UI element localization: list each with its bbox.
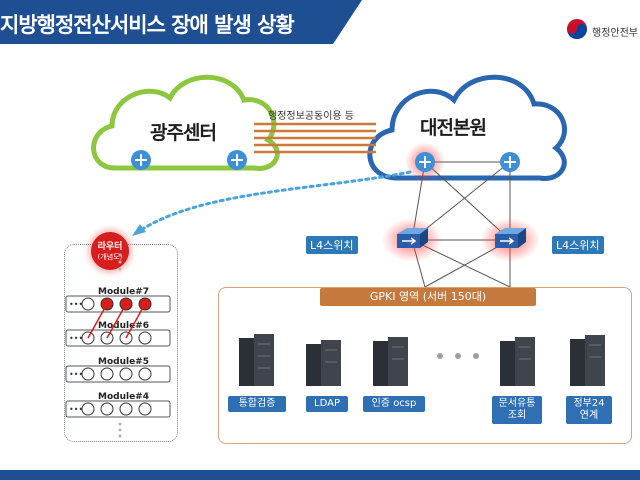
module-label-4: Module#4 <box>98 392 149 402</box>
gpki-title: GPKI 영역 (서버 150대) <box>320 288 536 306</box>
router-badge: 라우터 (개념도) <box>91 232 129 270</box>
daejeon-router-right-icon <box>500 152 520 172</box>
gpki-area <box>218 287 632 444</box>
taegeuk-logo-icon <box>567 19 587 39</box>
module-label-7: Module#7 <box>98 287 149 297</box>
module-label-6: Module#6 <box>98 321 149 331</box>
l4-switch-left-label: L4스위치 <box>306 236 358 254</box>
page-title: 지방행정전산서비스 장애 발생 상황 <box>0 13 295 37</box>
module-label-5: Module#5 <box>98 357 149 367</box>
l4-switch-left-icon <box>382 218 442 262</box>
gwangju-router-right-icon <box>227 150 247 170</box>
server-label-3: 인증 ocsp <box>363 396 425 412</box>
ministry-name: 행정안전부 <box>592 28 638 39</box>
server-label-4: 문서유통 조회 <box>492 396 542 424</box>
router-concept-box <box>64 244 178 442</box>
l4-switch-right-icon <box>480 218 540 262</box>
daejeon-router-left-icon <box>405 142 445 182</box>
header-band <box>0 0 362 44</box>
link-label: 행정정보공동이용 등 <box>268 111 354 122</box>
server-label-1: 통합검증 <box>228 396 286 412</box>
l4-switch-right-label: L4스위치 <box>552 236 604 254</box>
server-label-5: 정부24 연계 <box>566 396 612 424</box>
gwangju-router-left-icon <box>131 150 151 170</box>
bottom-band <box>0 470 640 480</box>
router-title: 라우터 <box>97 242 123 252</box>
gwangju-label: 광주센터 <box>150 122 217 144</box>
server-label-2: LDAP <box>306 396 348 412</box>
router-subtitle: (개념도) <box>97 253 123 261</box>
ministry-logo: 행정안전부 <box>566 18 640 44</box>
daejeon-label: 대전본원 <box>420 117 487 139</box>
gwangju-cloud <box>91 74 280 171</box>
dotted-arrow <box>132 170 412 236</box>
link-lines <box>254 122 376 154</box>
